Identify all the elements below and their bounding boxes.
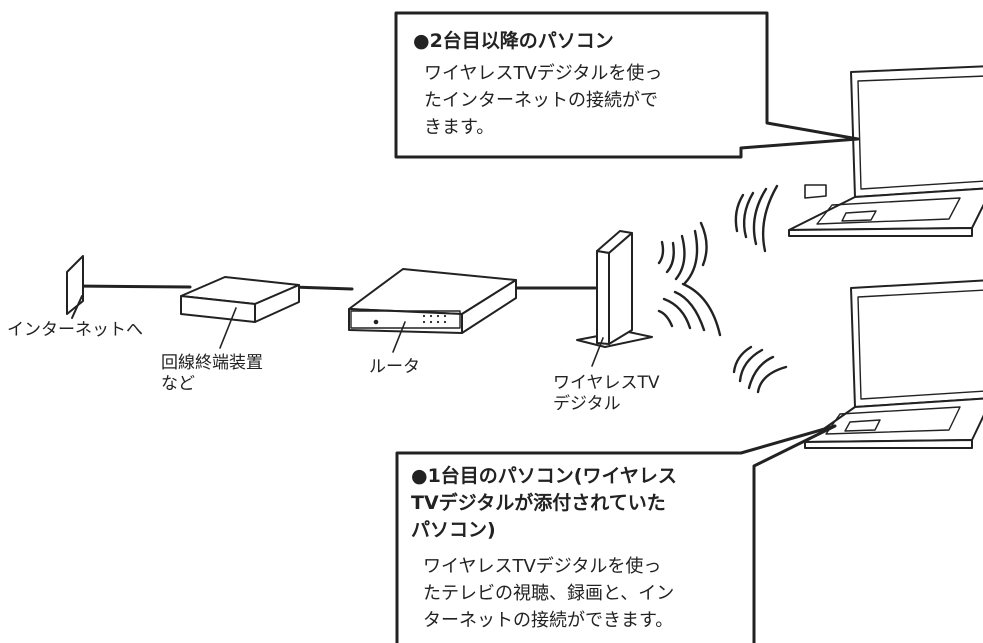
callout-second-pc-body: ワイヤレスTVデジタルを使っ たインターネットの接続がで きます。 [424,60,662,141]
callout-first-pc-title-line: TVデジタルが添付されていた [411,492,666,514]
callout-first-pc-line: ターネットの接続ができます。 [423,610,674,631]
network-cable [70,284,597,291]
wireless-tv-label-line2: デジタル [553,394,621,414]
callout-second-pc-line: ワイヤレスTVデジタルを使っ [424,63,663,84]
terminal-device-icon [180,276,300,323]
leader-line-internet [71,295,83,319]
callout-first-pc-title-line: パソコン) [411,519,496,541]
callout-second-pc-box [394,11,860,159]
callout-second-pc-line: たインターネットの接続がで [424,90,658,111]
callout-second-pc-line: きます。 [424,117,495,138]
internet-label: インターネットへ [7,320,143,340]
wireless-tv-label: ワイヤレスTV デジタル [553,373,660,415]
leader-line-wireless [591,337,604,367]
callout-second-pc-title: ●2台目以降のパソコン [413,30,614,52]
wireless-tv-tuner-icon [576,230,653,348]
terminal-device-label-line1: 回線終端装置 [161,353,263,373]
internet-outlet-icon [66,255,84,315]
callout-first-pc-body: ワイヤレスTVデジタルを使っ たテレビの視聴、録画と、イン ターネットの接続がで… [423,553,674,634]
callout-first-pc-line: たテレビの視聴、録画と、イン [423,583,675,604]
wireless-waves-upper-icon [657,184,779,285]
terminal-device-label: 回線終端装置 など [161,353,263,395]
laptop-lower-icon [804,279,983,449]
router-icon [348,268,517,334]
router-label: ルータ [369,357,420,377]
wireless-tv-label-line1: ワイヤレスTV [553,373,660,393]
terminal-device-label-line2: など [161,374,195,394]
callout-first-pc-title-line: ●1台目のパソコン(ワイヤレス [411,465,677,487]
wireless-waves-lower-icon [657,282,788,394]
laptop-upper-icon [788,65,983,237]
callout-first-pc-line: ワイヤレスTVデジタルを使っ [423,556,662,577]
leader-line-terminal [219,307,237,349]
callout-first-pc-title: ●1台目のパソコン(ワイヤレス TVデジタルが添付されていた パソコン) [411,463,677,544]
callout-first-pc-box [395,424,837,643]
leader-line-router [392,321,406,353]
